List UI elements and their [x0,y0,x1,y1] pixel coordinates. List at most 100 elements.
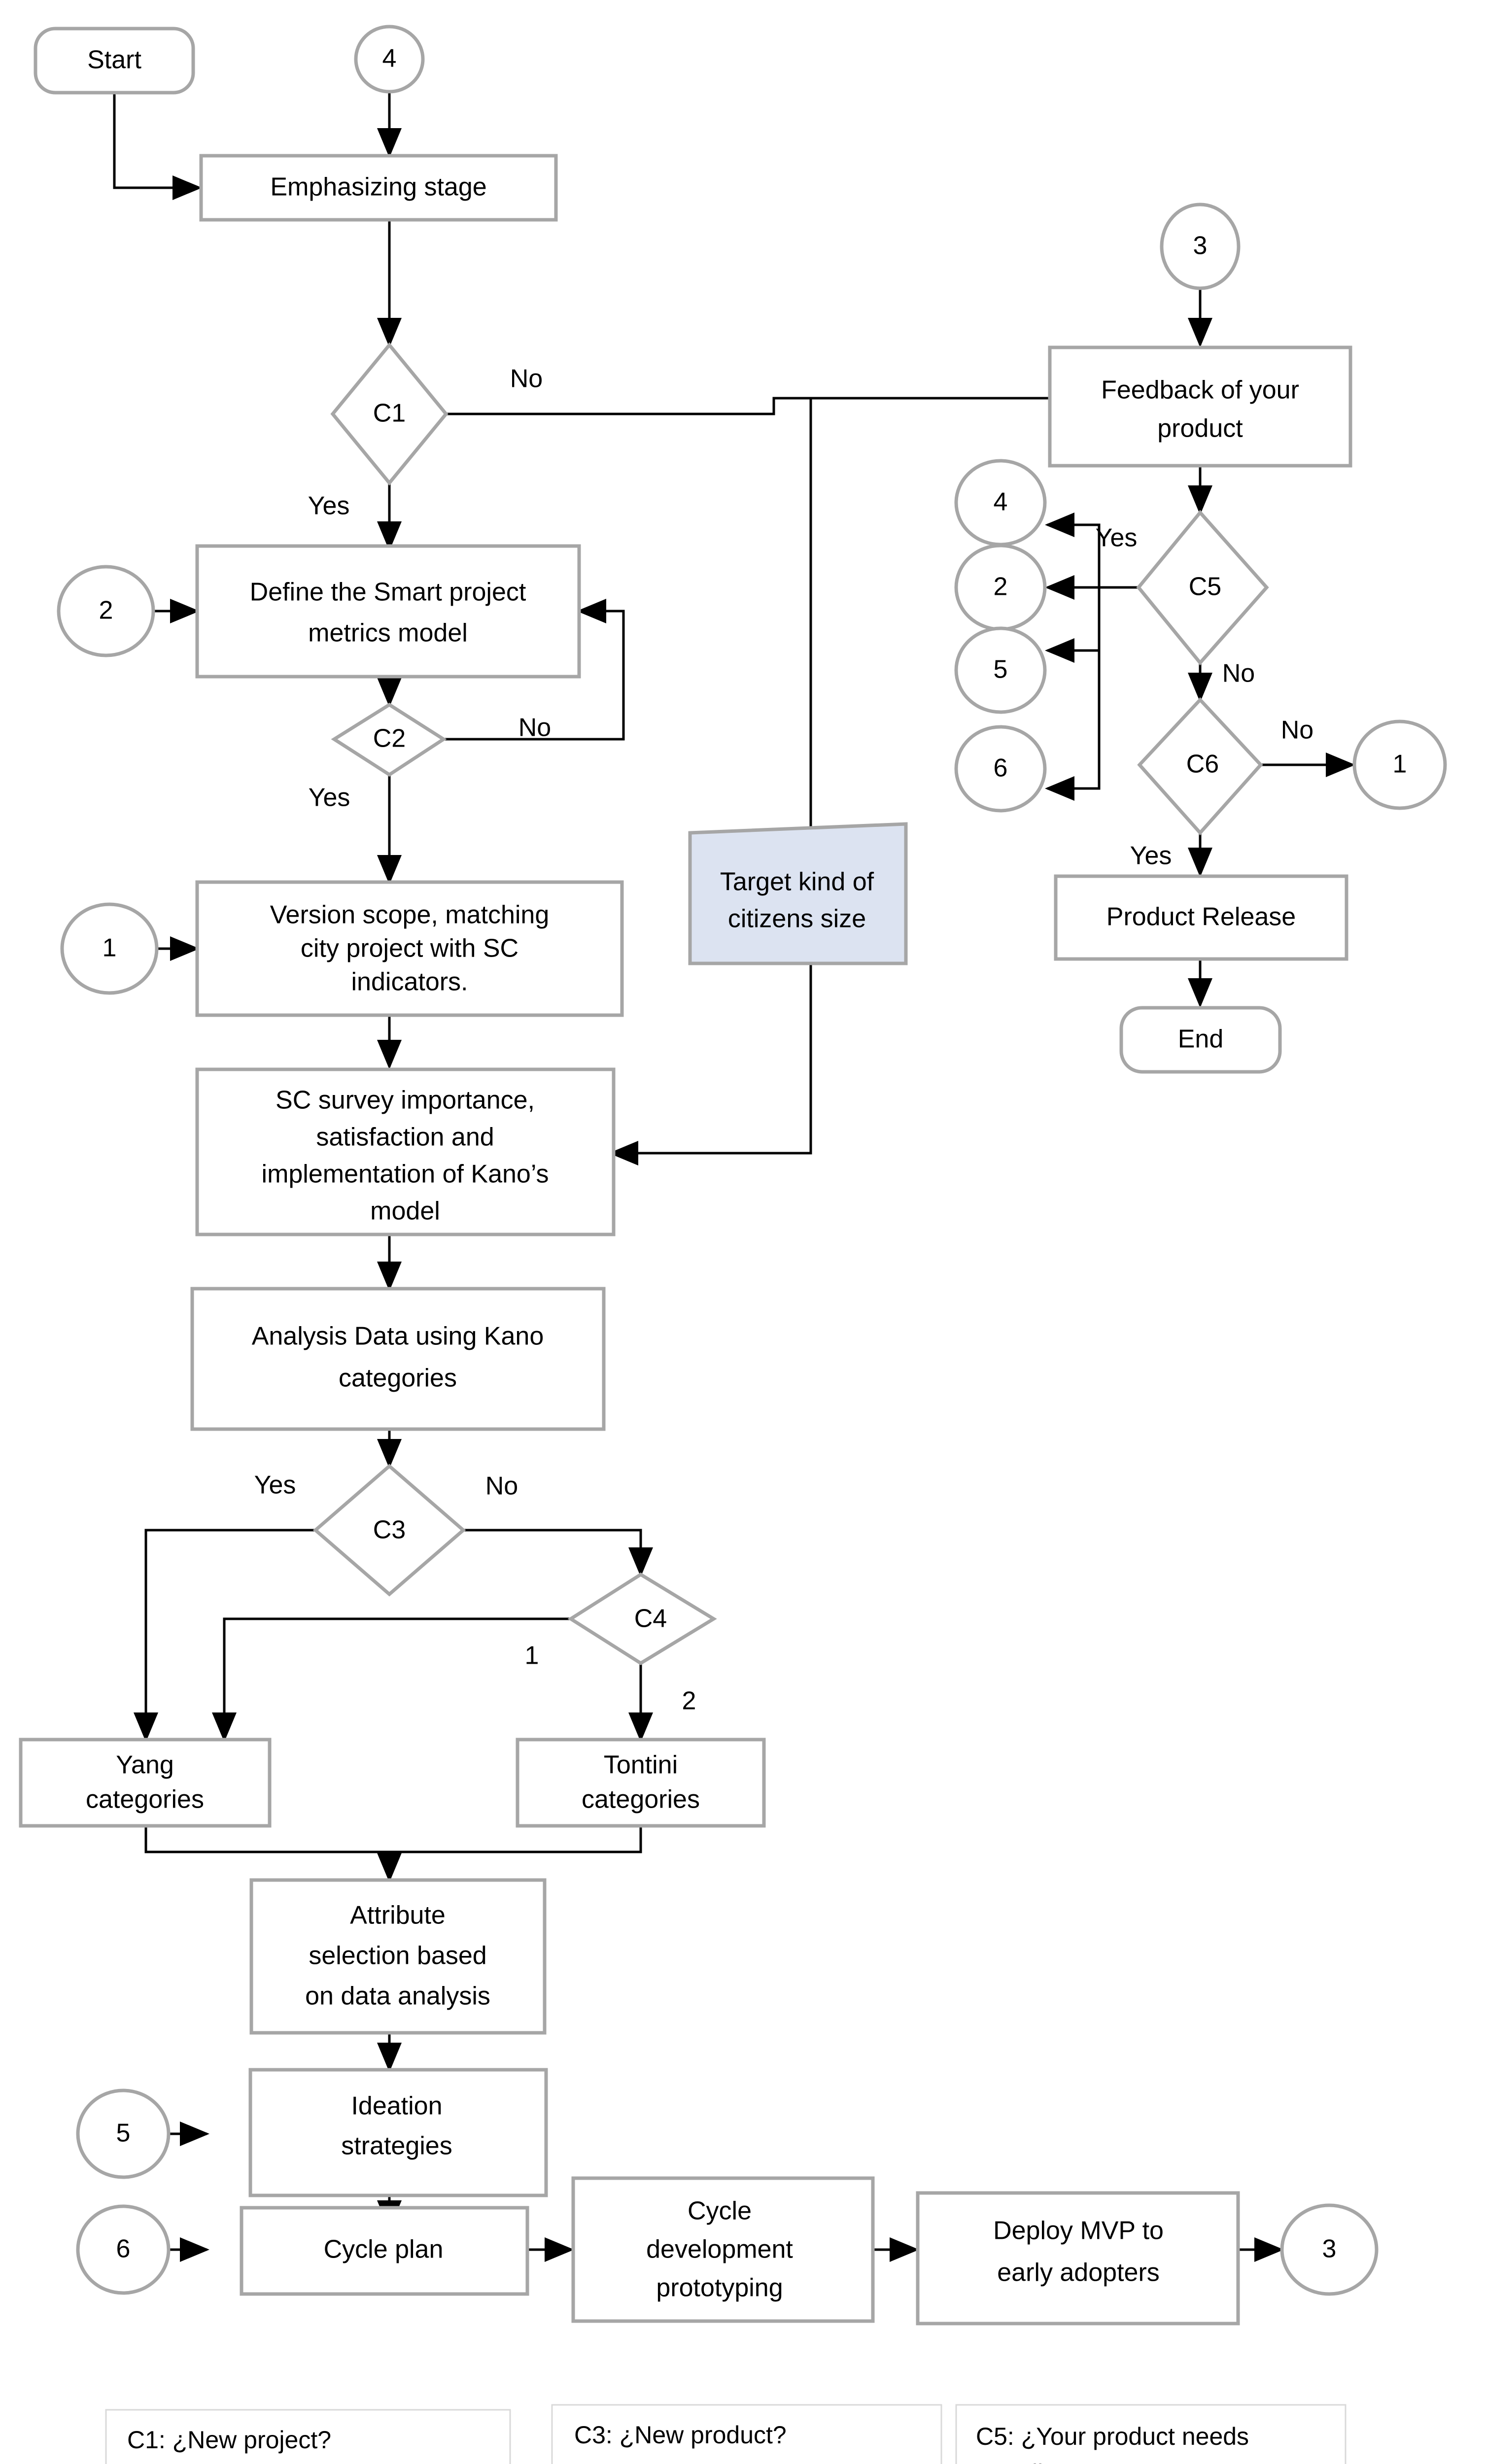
node-ideation-label-2: strategies [341,2132,452,2160]
node-emphasizing-stage-label: Emphasizing stage [270,173,486,202]
node-yang-label-2: categories [86,1785,204,1814]
node-tontini-categories[interactable]: Tontini categories [516,1738,766,1828]
connector-1-right-label: 1 [1393,750,1407,779]
node-feedback-label-1: Feedback of your [1101,376,1299,405]
connector-4-top[interactable]: 4 [354,25,425,94]
node-version-scope-label-3: indicators. [351,968,468,996]
edge-label-c4-2: 2 [682,1687,696,1715]
legend-c5-text-line1: C5: ¿Your product needs [976,2423,1249,2450]
node-attribute-label-2: selection based [309,1942,486,1970]
decision-c6-label: C6 [1186,750,1219,779]
node-sc-survey-label-4: model [370,1197,440,1226]
edge-label-c4-1: 1 [525,1642,539,1670]
node-cycle-dev-label-2: development [646,2235,793,2264]
node-attribute-label-1: Attribute [350,1901,446,1930]
connector-2[interactable]: 2 [57,565,155,657]
connector-6-right-label: 6 [994,754,1008,783]
node-analysis-data[interactable]: Analysis Data using Kano categories [190,1287,606,1431]
connector-1-left-label: 1 [103,934,117,962]
connector-3-top[interactable]: 3 [1160,203,1241,290]
decision-c1[interactable]: C1 [330,342,449,486]
node-sc-survey-label-2: satisfaction and [316,1123,494,1152]
decision-c6[interactable]: C6 [1137,697,1263,836]
legend-column-2: C3: ¿New product? C4: Model choose [551,2404,942,2464]
node-analysis-data-label-1: Analysis Data using Kano [252,1322,544,1351]
node-emphasizing-stage[interactable]: Emphasizing stage [199,154,558,222]
legend-column-1: C1: ¿New project? C2: The final metrics … [105,2409,511,2464]
node-deploy-mvp[interactable]: Deploy MVP to early adopters [916,2191,1240,2326]
edge-label-c2-yes: Yes [309,784,350,812]
node-attribute-selection[interactable]: Attribute selection based on data analys… [249,1878,547,2035]
connector-6-left-label: 6 [116,2235,131,2263]
node-product-release[interactable]: Product Release [1054,874,1348,961]
node-target-citizens-label-2: citizens size [728,905,866,933]
edge-label-c3-yes: Yes [254,1471,296,1500]
decision-c2[interactable]: C2 [331,702,447,777]
node-target-citizens[interactable]: Target kind of citizens size [688,822,908,965]
legend-c3-text: C3: ¿New product? [574,2421,787,2449]
connector-4-top-label: 4 [382,44,397,73]
node-sc-survey-label-1: SC survey importance, [276,1086,535,1115]
node-start[interactable]: Start [34,27,195,95]
node-cycle-plan[interactable]: Cycle plan [240,2206,529,2296]
connector-6-left[interactable]: 6 [76,2204,171,2295]
decision-c4-label: C4 [634,1605,667,1633]
edge-tontini-to-attribute [389,1825,642,1853]
node-version-scope-label-2: city project with SC [301,934,518,963]
node-cycle-plan-label: Cycle plan [324,2235,444,2264]
decision-c3-label: C3 [373,1516,406,1544]
decision-c1-label: C1 [373,399,406,428]
connector-5-right[interactable]: 5 [954,626,1047,714]
node-sc-survey-label-3: implementation of Kano’s [262,1160,549,1189]
edge-label-c1-no: No [510,365,543,393]
connector-5-left[interactable]: 5 [76,2088,171,2179]
connector-2-right[interactable]: 2 [954,544,1047,631]
node-define-metrics-label-1: Define the Smart project [250,578,526,607]
connector-1-left[interactable]: 1 [60,902,159,995]
node-tontini-label-1: Tontini [604,1751,678,1780]
node-attribute-label-3: on data analysis [305,1982,490,2011]
node-define-metrics-label-2: metrics model [308,619,468,648]
node-deploy-label-2: early adopters [997,2259,1160,2287]
legend-c1-text: C1: ¿New project? [127,2426,331,2454]
decision-c4[interactable]: C4 [567,1572,717,1666]
edge-label-c5-no: No [1222,659,1255,688]
edge-label-c3-no: No [485,1472,518,1501]
edge-label-c6-no: No [1281,716,1313,745]
edge-c3-yes-to-yang [134,1529,315,1742]
decision-c5-label: C5 [1189,573,1221,601]
node-define-metrics[interactable]: Define the Smart project metrics model [195,544,581,679]
edge-c5-yes-to-conn5 [1045,587,1101,663]
node-sc-survey[interactable]: SC survey importance, satisfaction and i… [195,1067,616,1236]
node-ideation-strategies[interactable]: Ideation strategies [248,2068,548,2197]
node-end[interactable]: End [1119,1006,1282,1074]
node-deploy-label-1: Deploy MVP to [993,2217,1164,2245]
legend-column-3: C5: ¿Your product needs an adjustment? C… [955,2404,1347,2464]
decision-c3[interactable]: C3 [312,1464,466,1597]
decision-c2-label: C2 [373,724,406,753]
connector-2-label: 2 [99,596,113,625]
edge-start-to-emphasizing [113,93,202,200]
connector-4-right[interactable]: 4 [954,459,1047,547]
node-cycle-development[interactable]: Cycle development prototyping [571,2176,875,2323]
node-ideation-label-1: Ideation [351,2092,442,2121]
connector-2-right-label: 2 [994,573,1008,601]
node-feedback[interactable]: Feedback of your product [1048,345,1352,468]
node-version-scope[interactable]: Version scope, matching city project wit… [195,880,624,1017]
decision-c5[interactable]: C5 [1136,510,1269,666]
legend-c5-text-line2: an adjustment? [976,2460,1144,2464]
node-tontini-label-2: categories [582,1785,700,1814]
edge-c4-1-to-yang [212,1617,571,1742]
connector-1-right[interactable]: 1 [1352,719,1447,810]
connector-3-bottom[interactable]: 3 [1280,2203,1379,2296]
connector-3-bottom-label: 3 [1322,2235,1337,2263]
node-end-label: End [1178,1025,1224,1054]
node-yang-categories[interactable]: Yang categories [19,1738,272,1828]
edge-yang-to-attribute [144,1825,402,1882]
connector-5-right-label: 5 [994,655,1008,684]
edge-label-c6-yes: Yes [1130,842,1172,870]
node-cycle-dev-label-1: Cycle [688,2197,752,2225]
connector-6-right[interactable]: 6 [954,725,1047,813]
